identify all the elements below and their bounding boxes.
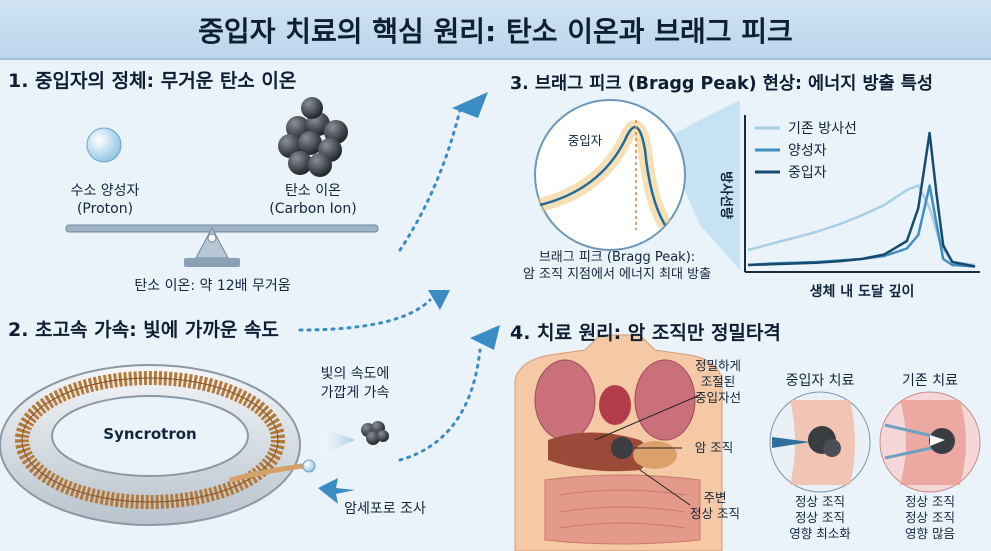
carbon-label-ko: 탄소 이온	[285, 183, 341, 199]
proton-sphere	[86, 127, 122, 163]
heavy-caption-1: 정상 조직	[795, 494, 845, 509]
chart-x-label: 생체 내 도달 깊이	[810, 283, 915, 300]
proton-label-ko: 수소 양성자	[70, 183, 140, 199]
section3-heading: 3. 브래그 피크 (Bragg Peak) 현상: 에너지 방출 특성	[510, 74, 933, 94]
target-arrow	[318, 478, 355, 504]
section4-heading: 4. 치료 원리: 암 조직만 정밀타격	[510, 322, 781, 344]
legend-label-1: 양성자	[788, 143, 827, 159]
title-bar	[0, 0, 991, 60]
conv-title: 기존 치료	[902, 373, 958, 389]
synchrotron-ring	[0, 364, 301, 526]
page-title: 중입자 치료의 핵심 원리: 탄소 이온과 브래그 피크	[198, 15, 793, 48]
beam-label-1: 정밀하게	[694, 358, 741, 373]
conv-caption-2: 정상 조직	[905, 510, 955, 525]
speed-trail	[320, 428, 355, 456]
series-line-2	[747, 131, 976, 268]
zoom-dose-curve	[539, 126, 667, 226]
heavy-treatment-illustration	[769, 391, 871, 493]
legend-label-2: 중입자	[788, 165, 827, 181]
normal-pointer	[639, 469, 691, 506]
beam-label-2: 조절된	[700, 374, 736, 389]
tumor-label: 암 조직	[694, 440, 734, 455]
beam-pointer	[594, 394, 701, 441]
normal-label-2: 정상 조직	[690, 506, 740, 521]
normal-label-1: 주변	[703, 490, 727, 505]
section1-heading: 1. 중입자의 정체: 무거운 탄소 이온	[8, 70, 297, 92]
heavy-caption-3: 영향 최소화	[789, 526, 851, 541]
connector-1-3	[398, 108, 462, 252]
speed-label-1: 빛의 속도에	[320, 366, 390, 382]
particle-dot	[302, 459, 316, 473]
tumor-dot	[611, 437, 633, 459]
connector-2-3	[298, 298, 432, 332]
legend-label-0: 기존 방사선	[788, 121, 857, 137]
carbon-label-en: (Carbon Ion)	[269, 201, 357, 217]
carbon-cluster	[278, 97, 348, 177]
balance-scale	[65, 224, 379, 267]
synchrotron-label: Syncrotron	[103, 425, 197, 443]
zoom-cone	[663, 100, 740, 270]
chart-y-label: 방사선량	[718, 171, 734, 219]
beam-line	[229, 462, 311, 483]
conv-caption-3: 영향 많음	[905, 526, 955, 541]
zoom-label: 중입자	[567, 133, 603, 148]
bragg-caption-2: 암 조직 지점에서 에너지 최대 방출	[522, 267, 712, 282]
section2-heading: 2. 초고속 가속: 빛에 가까운 속도	[8, 319, 279, 341]
heavy-caption-2: 정상 조직	[795, 510, 845, 525]
mass-ratio-caption: 탄소 이온: 약 12배 무거움	[134, 278, 291, 294]
conventional-treatment-illustration	[879, 391, 981, 493]
conv-caption-1: 정상 조직	[905, 494, 955, 509]
accelerated-ion	[361, 421, 389, 445]
proton-label-en: (Proton)	[76, 201, 134, 217]
beam-label-3: 중입자선	[694, 390, 741, 405]
heavy-title: 중입자 치료	[785, 373, 855, 389]
connector-2-4	[398, 348, 482, 462]
speed-label-2: 가깝게 가속	[320, 385, 390, 401]
bragg-caption-1: 브래그 피크 (Bragg Peak):	[538, 250, 696, 265]
target-label: 암세포로 조사	[344, 501, 426, 517]
